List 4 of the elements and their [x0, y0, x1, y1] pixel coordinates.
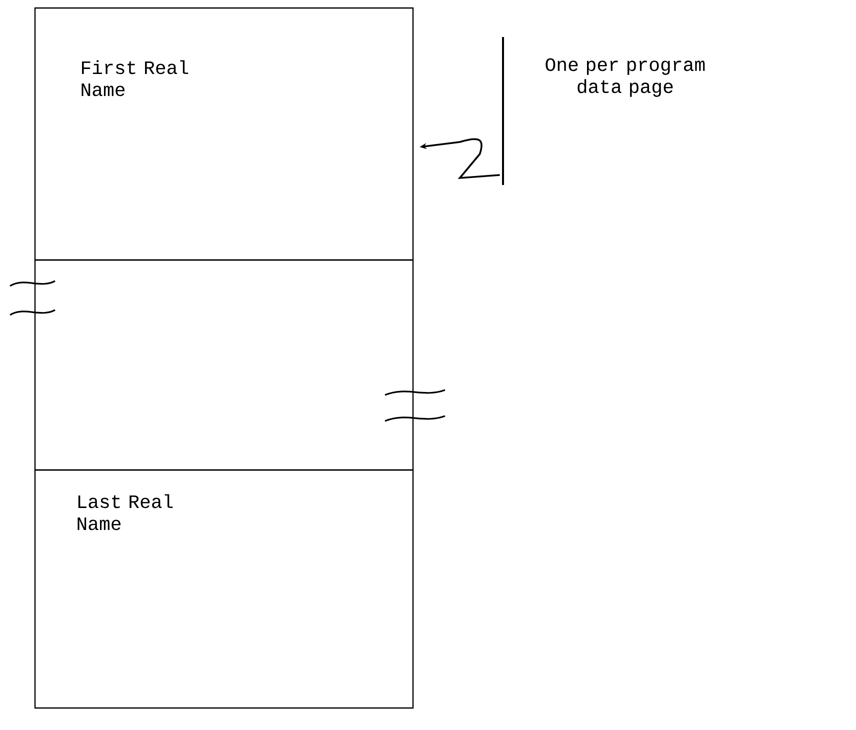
section-box — [34, 259, 414, 471]
annotation-text: One per program data page — [546, 58, 705, 97]
section-box: First Real Name — [34, 7, 414, 261]
section-box: Last Real Name — [34, 469, 414, 709]
